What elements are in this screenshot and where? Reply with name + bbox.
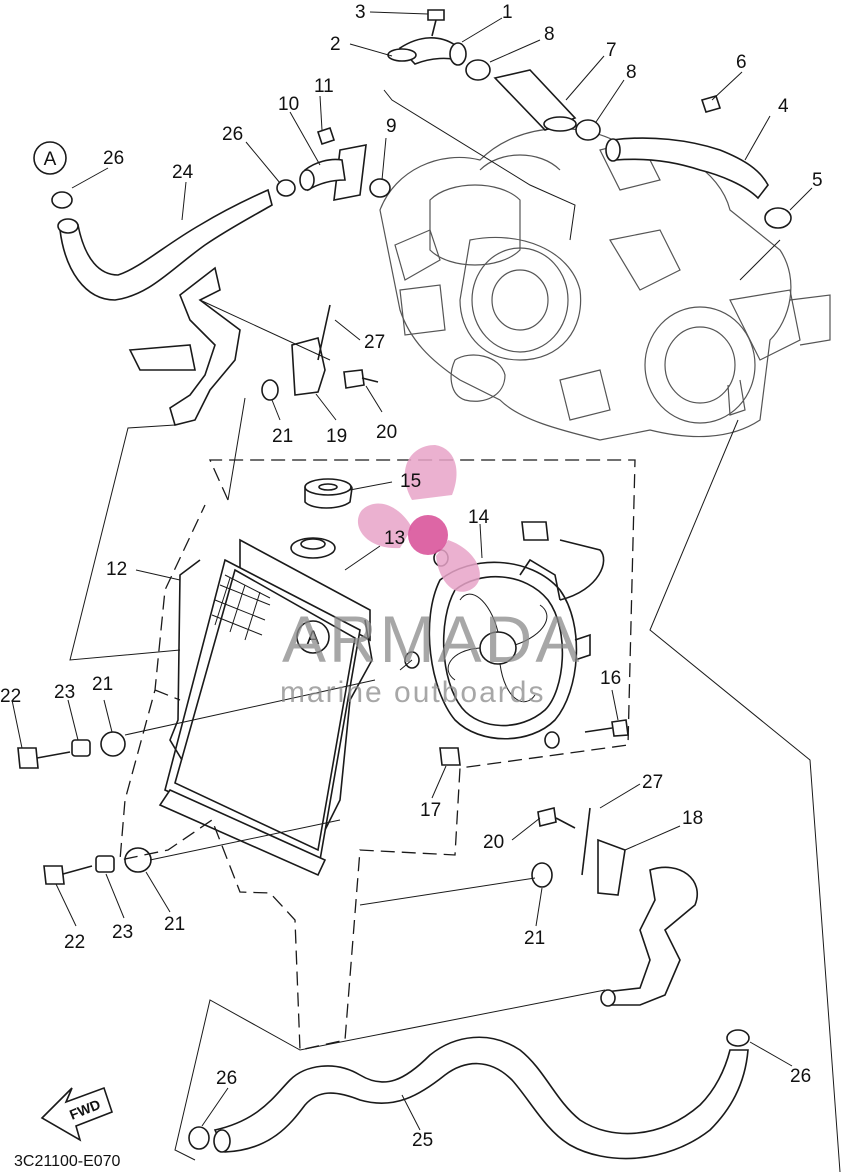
callout-22: 22 bbox=[0, 686, 21, 707]
callout-26: 26 bbox=[216, 1068, 237, 1089]
callout-11: 11 bbox=[314, 76, 334, 97]
watermark-tagline: marine outboards bbox=[280, 676, 545, 709]
radiator-cap bbox=[304, 478, 353, 509]
callout-19: 19 bbox=[326, 426, 347, 447]
callout-16: 16 bbox=[600, 668, 621, 689]
callout-23: 23 bbox=[112, 922, 133, 943]
callout-20: 20 bbox=[483, 832, 504, 853]
callout-23: 23 bbox=[54, 682, 75, 703]
diagram-reference-code: 3C21100-E070 bbox=[14, 1153, 121, 1170]
callout-26: 26 bbox=[790, 1066, 811, 1087]
connection-marker-label: A bbox=[44, 149, 57, 170]
callout-8: 8 bbox=[544, 24, 555, 45]
connection-marker-a: A A bbox=[33, 141, 320, 649]
callout-24: 24 bbox=[172, 162, 194, 183]
callout-21: 21 bbox=[524, 928, 545, 949]
callout-26: 26 bbox=[222, 124, 243, 145]
callout-5: 5 bbox=[812, 170, 823, 191]
leader-lines bbox=[11, 11, 841, 1172]
callout-21: 21 bbox=[92, 674, 113, 695]
callout-10: 10 bbox=[278, 94, 299, 115]
callout-27: 27 bbox=[642, 772, 663, 793]
callout-3: 3 bbox=[355, 2, 366, 23]
callout-7: 7 bbox=[606, 40, 617, 61]
callout-6: 6 bbox=[736, 52, 747, 73]
radiator bbox=[158, 537, 373, 877]
fan-assembly bbox=[404, 521, 629, 766]
callout-18: 18 bbox=[682, 808, 703, 829]
assembly-outline bbox=[119, 459, 636, 1051]
forward-direction-arrow: FWD bbox=[40, 1086, 113, 1142]
callout-9: 9 bbox=[386, 116, 397, 137]
callout-labels: 3 1 2 8 7 6 8 11 10 9 4 26 26 24 5 27 21… bbox=[0, 2, 823, 1151]
armada-logo-watermark bbox=[357, 445, 480, 592]
callout-14: 14 bbox=[468, 507, 490, 528]
callout-17: 17 bbox=[420, 800, 441, 821]
upper-hoses bbox=[51, 9, 792, 301]
callout-27: 27 bbox=[364, 332, 385, 353]
callout-21: 21 bbox=[272, 426, 293, 447]
callout-15: 15 bbox=[400, 471, 421, 492]
radiator-marker-label: A bbox=[307, 628, 320, 649]
callout-12: 12 bbox=[106, 559, 127, 580]
callout-2: 2 bbox=[330, 34, 341, 55]
engine-block bbox=[379, 128, 831, 441]
callout-8: 8 bbox=[626, 62, 637, 83]
callout-25: 25 bbox=[412, 1130, 433, 1151]
left-fasteners bbox=[17, 731, 152, 885]
callout-22: 22 bbox=[64, 932, 85, 953]
lower-hose bbox=[188, 1029, 750, 1160]
callout-21: 21 bbox=[164, 914, 185, 935]
callout-20: 20 bbox=[376, 422, 397, 443]
callout-26: 26 bbox=[103, 148, 124, 169]
callout-13: 13 bbox=[384, 528, 405, 549]
callout-4: 4 bbox=[778, 96, 789, 117]
callout-1: 1 bbox=[502, 2, 513, 23]
lower-bracket bbox=[531, 807, 698, 1007]
upper-bracket bbox=[128, 266, 379, 426]
watermark-brand: ARMADA bbox=[282, 602, 582, 676]
